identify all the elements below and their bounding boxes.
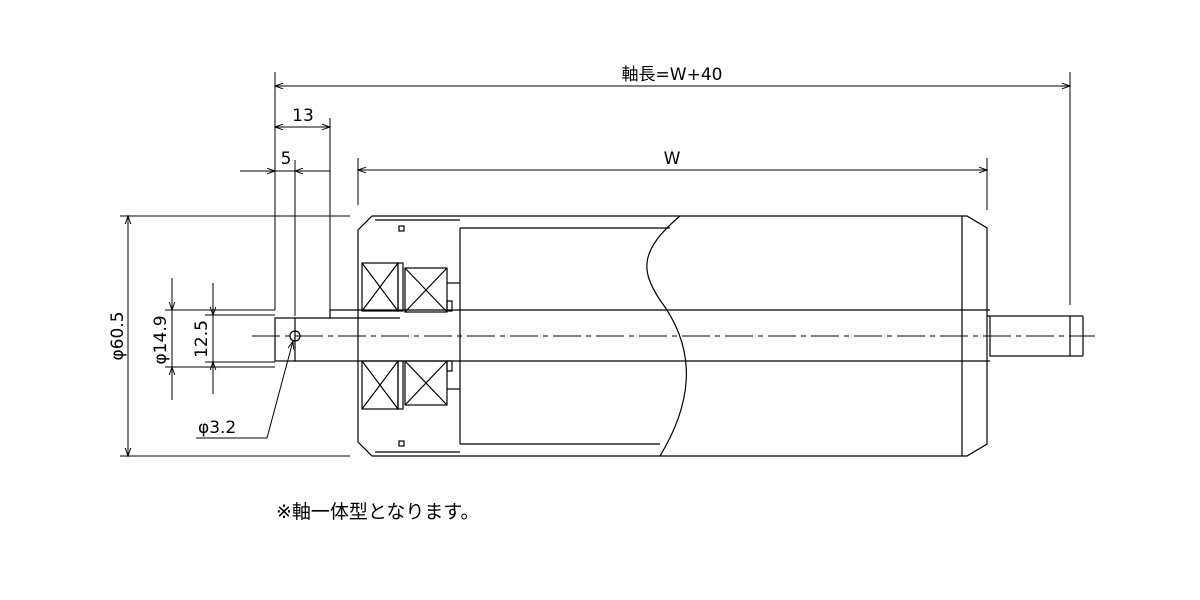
shaft-length-label: 軸長=W+40	[622, 65, 723, 85]
dia-14-9-dimension: φ14.9	[151, 278, 275, 400]
right-shaft-end	[987, 315, 1084, 357]
dim-13: 13	[273, 106, 332, 310]
dia-60-5-label: φ60.5	[108, 311, 128, 360]
width-dimension: W	[356, 149, 989, 210]
dim-12-5-label: 12.5	[192, 320, 212, 358]
integrated-shaft-note: ※軸一体型となります。	[276, 501, 480, 523]
roller-body	[357, 215, 988, 457]
dim-5-label: 5	[281, 149, 292, 169]
shaft-length-dimension: 軸長=W+40	[273, 65, 1072, 310]
dim-12-5: 12.5	[192, 283, 275, 394]
width-label: W	[664, 149, 681, 169]
dim-5: 5	[240, 149, 330, 316]
dia-3-2-label: φ3.2	[198, 418, 236, 438]
dim-13-label: 13	[292, 106, 314, 126]
dia-14-9-label: φ14.9	[151, 315, 171, 364]
dia-60-5-dimension: φ60.5	[108, 214, 350, 458]
bearing-bottom	[361, 360, 460, 410]
bearing-top	[361, 262, 460, 313]
